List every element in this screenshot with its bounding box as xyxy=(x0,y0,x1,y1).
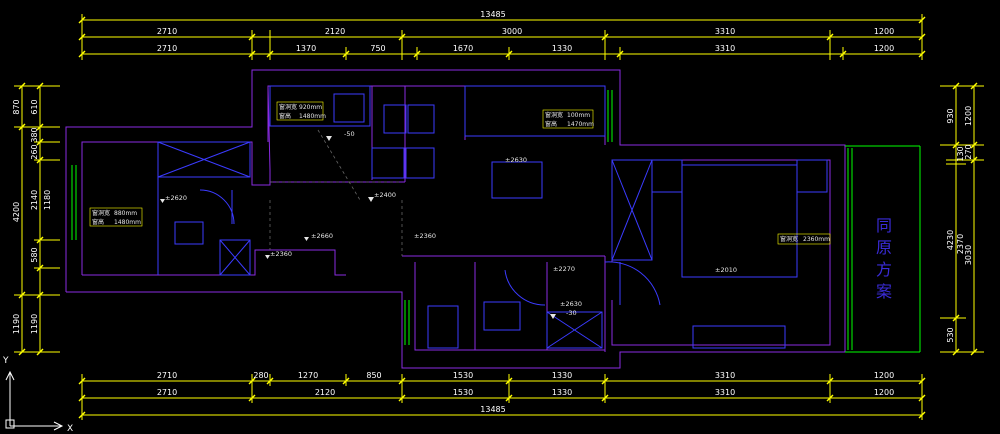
dim-left-o1: 870 xyxy=(12,99,21,114)
wl2-c: 窗高 xyxy=(92,218,104,226)
level-markers: -50 ±2400 ±2620 ±2660 ±2360 ±2360 ±2630 … xyxy=(160,130,737,319)
dim-top-r2-7: 1200 xyxy=(874,44,894,53)
level-4: ±2660 xyxy=(311,232,333,240)
bottom-ticks xyxy=(78,377,926,419)
dim-top-r2-2: 1370 xyxy=(296,44,316,53)
side-note-1: 同 xyxy=(876,216,892,235)
wl1-b: 920mm xyxy=(299,104,322,111)
dim-bot-r1-6: 1330 xyxy=(552,371,572,380)
dim-left-i5: 1180 xyxy=(43,190,52,210)
window-label-4: 窗洞宽 2360mm xyxy=(777,233,831,245)
dim-top-r2-3: 750 xyxy=(370,44,385,53)
level-8: ±2270 xyxy=(553,265,575,273)
wl4-b: 2360mm xyxy=(803,236,830,243)
level-3: ±2620 xyxy=(165,194,187,202)
right-dimensions xyxy=(940,85,984,353)
dim-right-i1: 1200 xyxy=(964,106,973,126)
walls xyxy=(65,69,846,369)
guide-lines xyxy=(269,129,403,256)
furniture xyxy=(157,85,828,349)
dim-right-i5: 3030 xyxy=(964,245,973,265)
axis-y-label: Y xyxy=(2,356,9,366)
level-9: ±2010 xyxy=(715,266,737,274)
dim-left-i4: 2140 xyxy=(30,190,39,210)
dim-bot-r2-1: 2710 xyxy=(157,388,177,397)
side-note-3: 方 xyxy=(876,260,892,279)
ucs-axis-icon: Y X xyxy=(2,356,73,434)
top-ticks xyxy=(78,16,926,58)
dim-right-i3: 270 xyxy=(964,144,973,159)
wl3-b: 100mm xyxy=(567,112,590,119)
dim-bot-r2-2: 2120 xyxy=(315,388,335,397)
wl2-a: 窗洞宽 xyxy=(92,209,110,217)
dim-bot-r2-5: 3310 xyxy=(715,388,735,397)
dim-bot-r1-7: 3310 xyxy=(715,371,735,380)
axis-x-label: X xyxy=(67,424,73,434)
dim-left-o2: 4200 xyxy=(12,202,21,222)
dim-right-o3: 530 xyxy=(946,327,955,342)
wl2-b: 880mm xyxy=(114,210,137,217)
dim-right-o2: 4230 xyxy=(946,230,955,250)
windows xyxy=(71,90,921,353)
level-7: ±2630 xyxy=(505,156,527,164)
level-1: -50 xyxy=(344,130,355,138)
dim-left-i3: 260 xyxy=(30,144,39,159)
wl1-d: 1480mm xyxy=(299,113,326,120)
dim-top-r2-4: 1670 xyxy=(453,44,473,53)
dim-bot-r2-4: 1330 xyxy=(552,388,572,397)
dim-bot-r1-8: 1200 xyxy=(874,371,894,380)
dim-top-r1-2: 2120 xyxy=(325,27,345,36)
dim-left-i6: 580 xyxy=(30,247,39,262)
side-note-2: 原 xyxy=(876,238,892,257)
window-label-1: 窗洞宽 920mm 窗高 1480mm xyxy=(276,101,326,121)
dim-top-total: 13485 xyxy=(480,10,505,19)
wl1-a: 窗洞宽 xyxy=(279,103,297,111)
dim-top-r1-1: 2710 xyxy=(157,27,177,36)
dim-left-i7: 1190 xyxy=(30,314,39,334)
level-5: ±2360 xyxy=(270,250,292,258)
dim-top-r1-4: 3310 xyxy=(715,27,735,36)
level-11: -30 xyxy=(566,309,577,317)
wl4-a: 窗洞宽 xyxy=(780,235,798,243)
dim-left-o3: 1190 xyxy=(12,314,21,334)
dim-bot-r1-5: 1530 xyxy=(453,371,473,380)
dim-right-i2: 130 xyxy=(956,146,965,161)
wl2-d: 1480mm xyxy=(114,219,141,226)
dim-bot-r1-3: 1270 xyxy=(298,371,318,380)
dim-top-r1-5: 1200 xyxy=(874,27,894,36)
dim-left-i2: 380 xyxy=(30,127,39,142)
dim-bot-r2-6: 1200 xyxy=(874,388,894,397)
wl1-c: 窗高 xyxy=(279,112,291,120)
dim-right-i4: 2370 xyxy=(956,234,965,254)
wl3-a: 窗洞宽 xyxy=(545,111,563,119)
side-note: 同 原 方 案 xyxy=(876,216,892,301)
dim-bot-r1-4: 850 xyxy=(366,371,381,380)
side-note-4: 案 xyxy=(876,282,892,301)
dim-bot-r2-3: 1530 xyxy=(453,388,473,397)
top-dimensions xyxy=(81,14,923,60)
window-label-3: 窗洞宽 100mm 窗高 1470mm xyxy=(542,109,594,129)
dim-top-r2-1: 2710 xyxy=(157,44,177,53)
dim-bot-total: 13485 xyxy=(480,405,505,414)
window-label-2: 窗洞宽 880mm 窗高 1480mm xyxy=(89,207,143,227)
level-2: ±2400 xyxy=(374,191,396,199)
dim-top-r2-6: 3310 xyxy=(715,44,735,53)
wl3-c: 窗高 xyxy=(545,120,557,128)
dim-top-r2-5: 1330 xyxy=(552,44,572,53)
dim-left-i1: 610 xyxy=(30,99,39,114)
right-ticks xyxy=(952,82,978,356)
dim-top-r1-3: 3000 xyxy=(502,27,522,36)
wl3-d: 1470mm xyxy=(567,121,594,128)
level-6: ±2360 xyxy=(414,232,436,240)
level-10: ±2630 xyxy=(560,300,582,308)
left-ticks xyxy=(18,82,44,356)
dim-right-o1: 930 xyxy=(946,108,955,123)
dim-bot-r1-2: 280 xyxy=(253,371,268,380)
dim-bot-r1-1: 2710 xyxy=(157,371,177,380)
